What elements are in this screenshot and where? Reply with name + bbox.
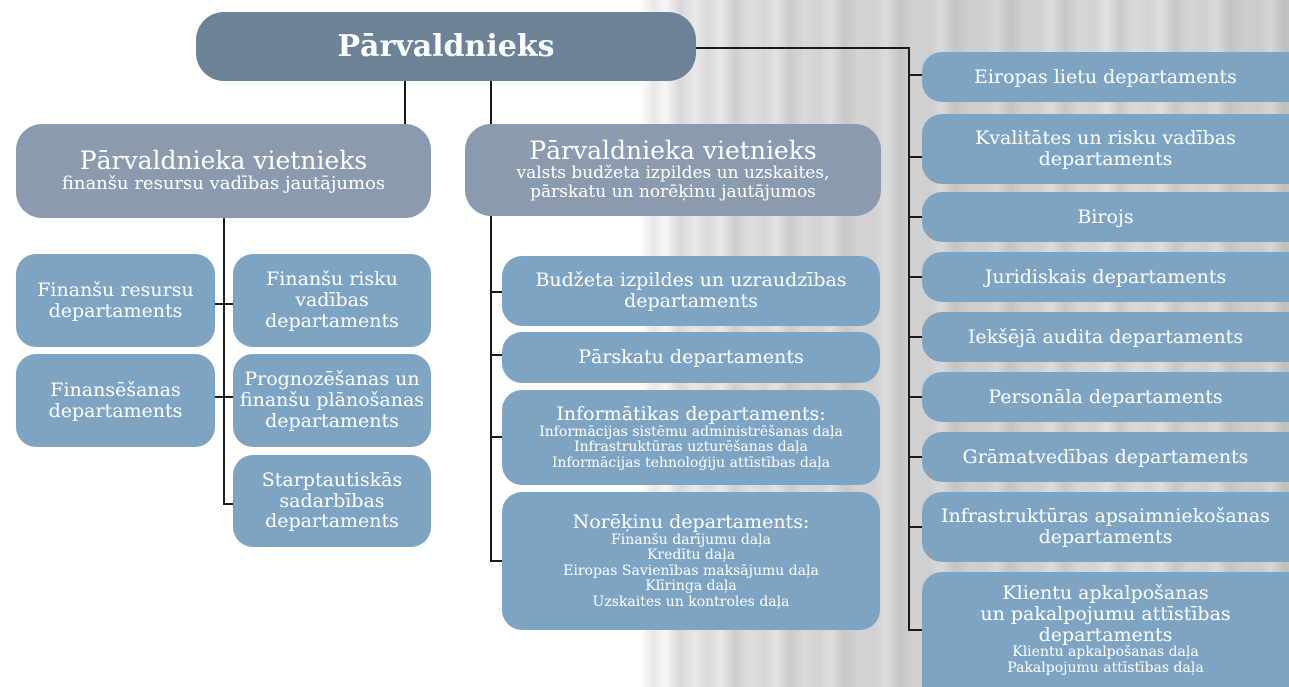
dept-eiropas-lietu: Eiropas lietu departaments bbox=[922, 52, 1289, 102]
label-line: Klientu apkalpošanas bbox=[1002, 581, 1209, 604]
label-line: vadības bbox=[295, 289, 369, 312]
deputy-finance-subtitle: finanšu resursu vadības jautājumos bbox=[61, 173, 386, 195]
label-line: departaments bbox=[48, 399, 183, 422]
label-line: Budžeta izpildes un uzraudzības bbox=[535, 269, 847, 292]
deputy-budget-box: Pārvaldnieka vietnieks valsts budžeta iz… bbox=[465, 124, 881, 216]
dept-juridiskais: Juridiskais departaments bbox=[922, 252, 1289, 302]
label-line: Finanšu resursu bbox=[37, 278, 194, 301]
dept-birojs: Birojs bbox=[922, 192, 1289, 242]
dept-starptautiskas: Starptautiskās sadarbības departaments bbox=[233, 455, 431, 547]
dept-finansesanas: Finansēšanas departaments bbox=[16, 354, 215, 447]
dept-gramatvedibas: Grāmatvedības departaments bbox=[922, 432, 1289, 482]
label-line: departaments bbox=[48, 299, 183, 322]
label-line: un pakalpojumu attīstības bbox=[980, 602, 1231, 625]
deputy-finance-box: Pārvaldnieka vietnieks finanšu resursu v… bbox=[16, 124, 431, 218]
label-line: Juridiskais departaments bbox=[984, 265, 1227, 288]
dept-parskatu: Pārskatu departaments bbox=[502, 332, 880, 383]
label-line: departaments bbox=[265, 510, 399, 533]
dept-informatikas: Informātikas departaments: Informācijas … bbox=[502, 390, 880, 485]
unit-line: Eiropas Savienības maksājumu daļa bbox=[563, 562, 819, 579]
label-line: Infrastruktūras apsaimniekošanas bbox=[940, 505, 1271, 528]
deputy-budget-subtitle-2: pārskatu un norēķinu jautājumos bbox=[530, 182, 816, 203]
unit-line: Informācijas tehnoloģiju attīstības daļa bbox=[551, 454, 831, 471]
label-line: Personāla departaments bbox=[988, 385, 1223, 408]
label-line: Birojs bbox=[1077, 205, 1134, 228]
label-line: Starptautiskās bbox=[261, 468, 403, 491]
label-line: Iekšējā audita departaments bbox=[967, 325, 1244, 348]
unit-line: Uzskaites un kontroles daļa bbox=[592, 593, 790, 610]
label-line: departaments bbox=[265, 309, 399, 332]
label-line: Informātikas departaments: bbox=[556, 402, 826, 425]
unit-line: Finanšu darījumu daļa bbox=[611, 531, 771, 548]
label-line: Pārskatu departaments bbox=[578, 346, 804, 369]
label-line: sadarbības bbox=[279, 489, 385, 512]
label-line: Eiropas lietu departaments bbox=[974, 65, 1237, 88]
dept-finansu-risku: Finanšu risku vadības departaments bbox=[233, 254, 431, 347]
deputy-finance-title: Pārvaldnieka vietnieks bbox=[79, 145, 368, 175]
director-title: Pārvaldnieks bbox=[337, 28, 555, 64]
label-line: departaments bbox=[624, 290, 758, 312]
label-line: Finansēšanas bbox=[50, 378, 181, 401]
unit-line: Klīringa daļa bbox=[645, 578, 737, 595]
dept-ieksejais-audits: Iekšējā audita departaments bbox=[922, 312, 1289, 362]
unit-line: Klientu apkalpošanas daļa bbox=[1012, 644, 1199, 661]
deputy-budget-subtitle-1: valsts budžeta izpildes un uzskaites, bbox=[516, 163, 830, 184]
label-line: finanšu plānošanas bbox=[239, 389, 425, 412]
dept-klientu-apkalposanas: Klientu apkalpošanas un pakalpojumu attī… bbox=[922, 572, 1289, 687]
dept-infrastrukturas: Infrastruktūras apsaimniekošanas departa… bbox=[922, 492, 1289, 562]
label-line: Finanšu risku bbox=[266, 268, 398, 291]
deputy-budget-title: Pārvaldnieka vietnieks bbox=[529, 136, 817, 166]
label-line: departaments bbox=[1038, 623, 1173, 646]
dept-finansu-resursu: Finanšu resursu departaments bbox=[16, 254, 215, 347]
label-line: Grāmatvedības departaments bbox=[962, 445, 1249, 468]
label-line: departaments bbox=[1038, 526, 1173, 548]
director-box: Pārvaldnieks bbox=[196, 12, 696, 81]
label-line: Kvalitātes un risku vadības bbox=[975, 127, 1236, 150]
unit-line: Kredītu daļa bbox=[646, 547, 736, 564]
label-line: departaments bbox=[1038, 148, 1173, 170]
unit-line: Infrastruktūras uzturēšanas daļa bbox=[574, 439, 808, 456]
dept-personala: Personāla departaments bbox=[922, 372, 1289, 422]
dept-kvalitates: Kvalitātes un risku vadības departaments bbox=[922, 114, 1289, 184]
dept-prognozesanas: Prognozēšanas un finanšu plānošanas depa… bbox=[233, 354, 431, 447]
dept-budzeta-izpildes: Budžeta izpildes un uzraudzības departam… bbox=[502, 256, 880, 326]
label-line: Prognozēšanas un bbox=[244, 368, 420, 391]
unit-line: Informācijas sistēmu administrēšanas daļ… bbox=[539, 423, 843, 440]
unit-line: Pakalpojumu attīstības daļa bbox=[1007, 659, 1204, 676]
dept-norekinu: Norēķinu departaments: Finanšu darījumu … bbox=[502, 492, 880, 630]
label-line: departaments bbox=[265, 409, 399, 432]
label-line: Norēķinu departaments: bbox=[572, 511, 810, 534]
